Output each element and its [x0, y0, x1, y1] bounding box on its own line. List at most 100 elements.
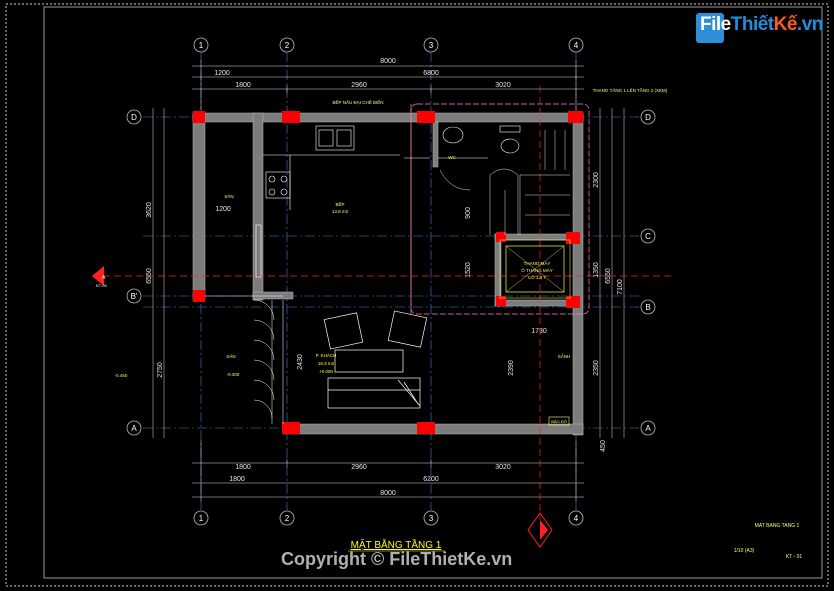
drawing-frame: [43, 6, 823, 579]
top-note: THANG TĂNG 1 LÊN TẦNG 2 (XEM): [593, 86, 668, 93]
grid-bubble-col-2-bottom: [279, 510, 295, 526]
dim-right-2: 7100: [617, 279, 624, 295]
dim-top-left: 1200: [214, 70, 230, 77]
grid-label-col-4: 4: [574, 41, 579, 50]
dim-bottom-overall: 8000: [380, 490, 396, 497]
room-area-kitchen: 13.8 m2: [332, 209, 349, 214]
drawing-title: MẶT BẰNG TẦNG 1: [351, 538, 442, 551]
dim-right-3: 6550: [605, 268, 612, 284]
room-label-lift-area: CÓ 1.8 T: [528, 274, 546, 280]
grid-label-row-a: A: [131, 424, 137, 433]
logo-thiet: Thiết: [730, 14, 774, 35]
level-mark-living: +0.000: [319, 369, 333, 374]
grid-label-col-4-bottom: 4: [574, 514, 579, 523]
grid-bubble-row-c: [640, 228, 656, 244]
section-marker-label: A: [102, 275, 106, 281]
grid-label-row-a-right: A: [645, 424, 651, 433]
section-marker-left: [92, 266, 104, 286]
grid-bubble-row-a: [126, 420, 142, 436]
grid-label-col-1: 1: [199, 41, 204, 50]
dimension-lines: [152, 60, 625, 502]
grid-label-col-3: 3: [429, 41, 434, 50]
lift-shaft: [499, 239, 571, 299]
dim-bottom-seg-3: 3020: [495, 464, 511, 471]
dim-right-4: 1350: [593, 262, 600, 278]
grid-label-col-2-bottom: 2: [285, 514, 290, 523]
grid-label-row-d: D: [131, 113, 137, 122]
level-mark-yard: -0.300: [227, 372, 240, 377]
grid-label-row-c: C: [645, 232, 651, 241]
dim-inner-5: 2430: [297, 354, 304, 370]
grid-label-col-3-bottom: 3: [429, 514, 434, 523]
dim-bottom-left: 1800: [229, 476, 245, 483]
grid-bubble-col-1: [193, 37, 209, 53]
grid-label-row-b-prime: B': [131, 292, 138, 301]
level-mark-left: -0.450: [115, 373, 128, 378]
grid-bubble-col-4-bottom: [568, 510, 584, 526]
dim-top-seg-3: 3020: [495, 82, 511, 89]
copyright-watermark: Copyright © FileThietKe.vn: [281, 549, 513, 569]
dim-inner-4: 1730: [531, 328, 547, 335]
room-area-living: 18.3 m2: [318, 361, 335, 366]
kitchen-fixtures: [255, 125, 400, 278]
living-furniture: [323, 310, 428, 409]
logo-ke: Kế: [773, 14, 798, 35]
walls: [192, 112, 584, 436]
section-marker-bottom: [527, 512, 553, 548]
grid-bubble-col-4: [568, 37, 584, 53]
dim-bottom-mid: 6200: [423, 476, 439, 483]
section-marker-bottom-fill: [540, 520, 548, 540]
grid-label-col-1-bottom: 1: [199, 514, 204, 523]
dim-right-6: 450: [600, 440, 607, 452]
room-label-yard2: SÂN: [226, 353, 235, 359]
corner-tag: BẢO ĐỎ: [551, 419, 567, 424]
logo-vn: .vn: [796, 14, 823, 35]
kitchen-note: BẾP NẤU ĐẠI CHẾ BIẾN: [333, 99, 384, 105]
dim-top-overall: 8000: [380, 58, 396, 65]
corner-tag-box: [548, 416, 570, 426]
columns: [193, 111, 583, 434]
room-label-yard: SÂN: [224, 193, 233, 199]
dim-right-5: 2350: [593, 360, 600, 376]
dim-bottom-seg-2: 2960: [351, 464, 367, 471]
sheet-number: KT - 01: [786, 554, 803, 560]
section-marker-ref: KT-05: [96, 283, 107, 288]
room-label-wc: WC: [448, 155, 456, 160]
dim-right-1: 2300: [593, 172, 600, 188]
dim-inner-2: 900: [465, 207, 472, 219]
grid-bubble-row-d: [126, 109, 142, 125]
grid-label-row-b: B: [645, 303, 650, 312]
stairs: [439, 130, 570, 235]
grid-bubble-col-1-bottom: [193, 510, 209, 526]
dim-top-seg-2: 2960: [351, 82, 367, 89]
sheet-title: MAT BANG TANG 1: [755, 523, 800, 529]
grid-bubble-row-b: [640, 299, 656, 315]
sheet-border: [5, 3, 829, 587]
yard-doors: [205, 295, 284, 424]
sheet-scale: 1/10 (A3): [734, 548, 755, 554]
grid-bubble-row-a-right: [640, 420, 656, 436]
dim-inner-6: 2390: [508, 360, 515, 376]
room-label-kitchen: BẾP: [335, 201, 344, 207]
room-label-living: P. KHÁCH: [316, 352, 337, 358]
dim-left-3: 2750: [157, 362, 164, 378]
logo: FileThiếtKế.vn: [700, 14, 823, 36]
grid-label-row-d-right: D: [645, 113, 651, 122]
grid-bubble-col-3-bottom: [423, 510, 439, 526]
grid-label-col-2: 2: [285, 41, 290, 50]
room-label-lift: Ô THANG MÁY: [521, 267, 552, 273]
grid-bubble-row-b-prime: [126, 288, 142, 304]
grid-bubble-row-d-right: [640, 109, 656, 125]
wc-fixtures: [404, 125, 521, 159]
dim-inner-1: 1200: [215, 206, 231, 213]
logo-icon: [696, 13, 724, 43]
dim-top-mid: 6800: [423, 70, 439, 77]
grid-bubble-col-3: [423, 37, 439, 53]
dim-left-1: 3620: [146, 202, 153, 218]
room-label-stair: THANG MÁY: [524, 260, 551, 266]
grid-bubble-col-2: [279, 37, 295, 53]
dim-top-seg-1: 1800: [235, 82, 251, 89]
dim-inner-3: 1520: [465, 262, 472, 278]
dim-bottom-seg-1: 1800: [235, 464, 251, 471]
title-block: MAT BANG TANG 1 1/10 (A3) KT - 01: [734, 523, 803, 560]
